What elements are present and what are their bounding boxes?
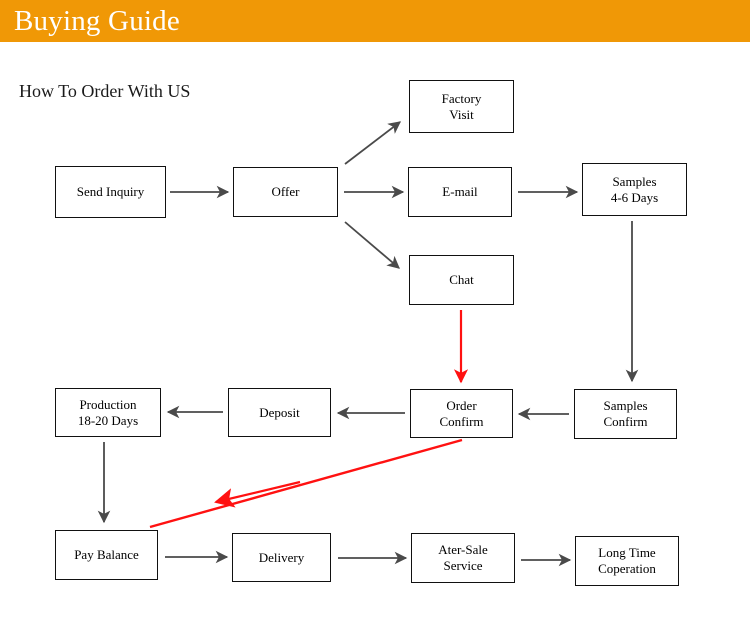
flow-node-factory-visit[interactable]: Factory Visit [409,80,514,133]
flow-node-send-inquiry[interactable]: Send Inquiry [55,166,166,218]
flow-node-after-sale[interactable]: Ater-Sale Service [411,533,515,583]
flow-node-email[interactable]: E-mail [408,167,512,217]
flow-node-pay-balance[interactable]: Pay Balance [55,530,158,580]
flow-node-chat[interactable]: Chat [409,255,514,305]
edge-offer-to-chat [344,221,400,269]
section-heading: How To Order With US [19,81,191,101]
flow-node-production[interactable]: Production 18-20 Days [55,388,161,437]
page-header-bar: Buying Guide [0,0,750,42]
page-title: Buying Guide [14,5,180,37]
edge-order-confirm-to-pay-balance-highlight [149,438,463,529]
flow-node-samples-confirm[interactable]: Samples Confirm [574,389,677,439]
edge-offer-to-factory-visit [344,121,402,165]
flow-node-order-confirm[interactable]: Order Confirm [410,389,513,438]
edge-order-confirm-to-pay-balance-arrowhead [214,480,301,508]
flow-node-deposit[interactable]: Deposit [228,388,331,437]
flow-node-samples-days[interactable]: Samples 4-6 Days [582,163,687,216]
flow-node-delivery[interactable]: Delivery [232,533,331,582]
flow-node-long-time[interactable]: Long Time Coperation [575,536,679,586]
flow-node-offer[interactable]: Offer [233,167,338,217]
